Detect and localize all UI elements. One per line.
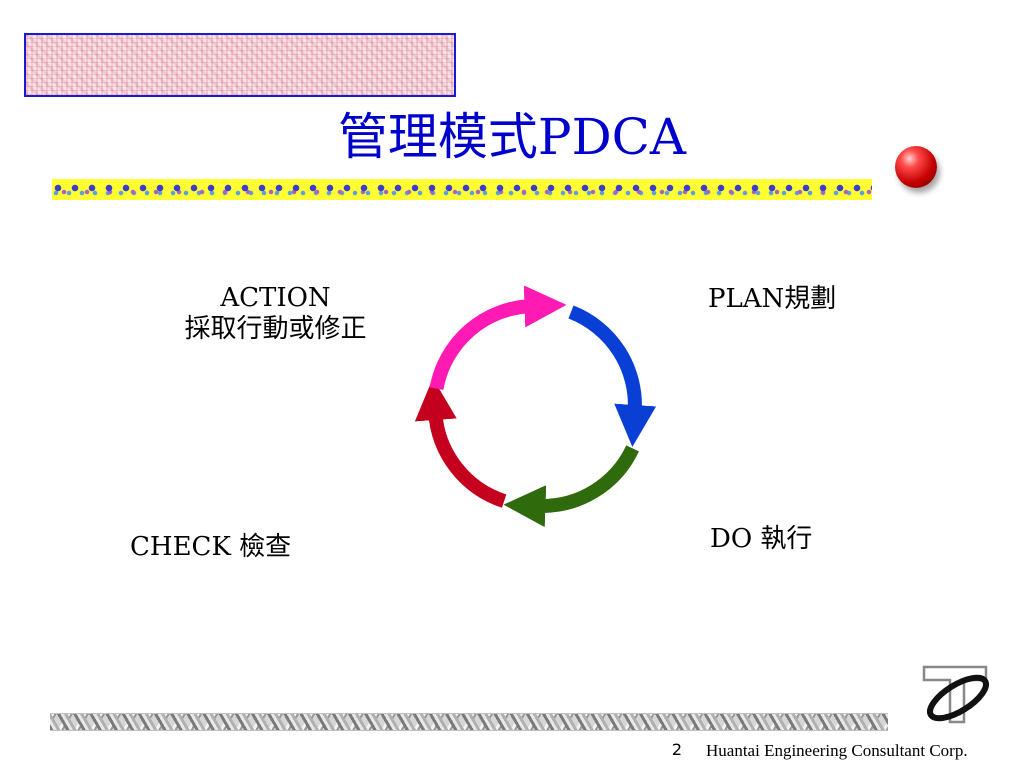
page-number: 2 — [671, 740, 682, 759]
do-arrow — [503, 445, 639, 528]
plan-arrow — [568, 305, 657, 447]
check-arrow — [414, 378, 507, 508]
do-label: DO 執行 — [710, 524, 813, 554]
action-description: 採取行動或修正 — [184, 314, 367, 344]
pdca-cycle-diagram — [414, 286, 657, 528]
decorative-banner — [24, 33, 456, 97]
slide-title: 管理模式PDCA — [337, 108, 687, 166]
floral-divider — [52, 179, 872, 200]
plan-label: PLAN規劃 — [708, 284, 837, 314]
company-logo-icon — [922, 665, 989, 724]
action-title: ACTION — [220, 283, 331, 313]
rope-divider — [50, 713, 888, 731]
red-sphere-icon — [895, 146, 937, 188]
action-arrow — [429, 286, 567, 390]
check-label: CHECK 檢查 — [130, 532, 292, 562]
company-name: Huantai Engineering Consultant Corp. — [706, 741, 968, 760]
action-label-block: ACTION 採取行動或修正 — [138, 283, 413, 345]
